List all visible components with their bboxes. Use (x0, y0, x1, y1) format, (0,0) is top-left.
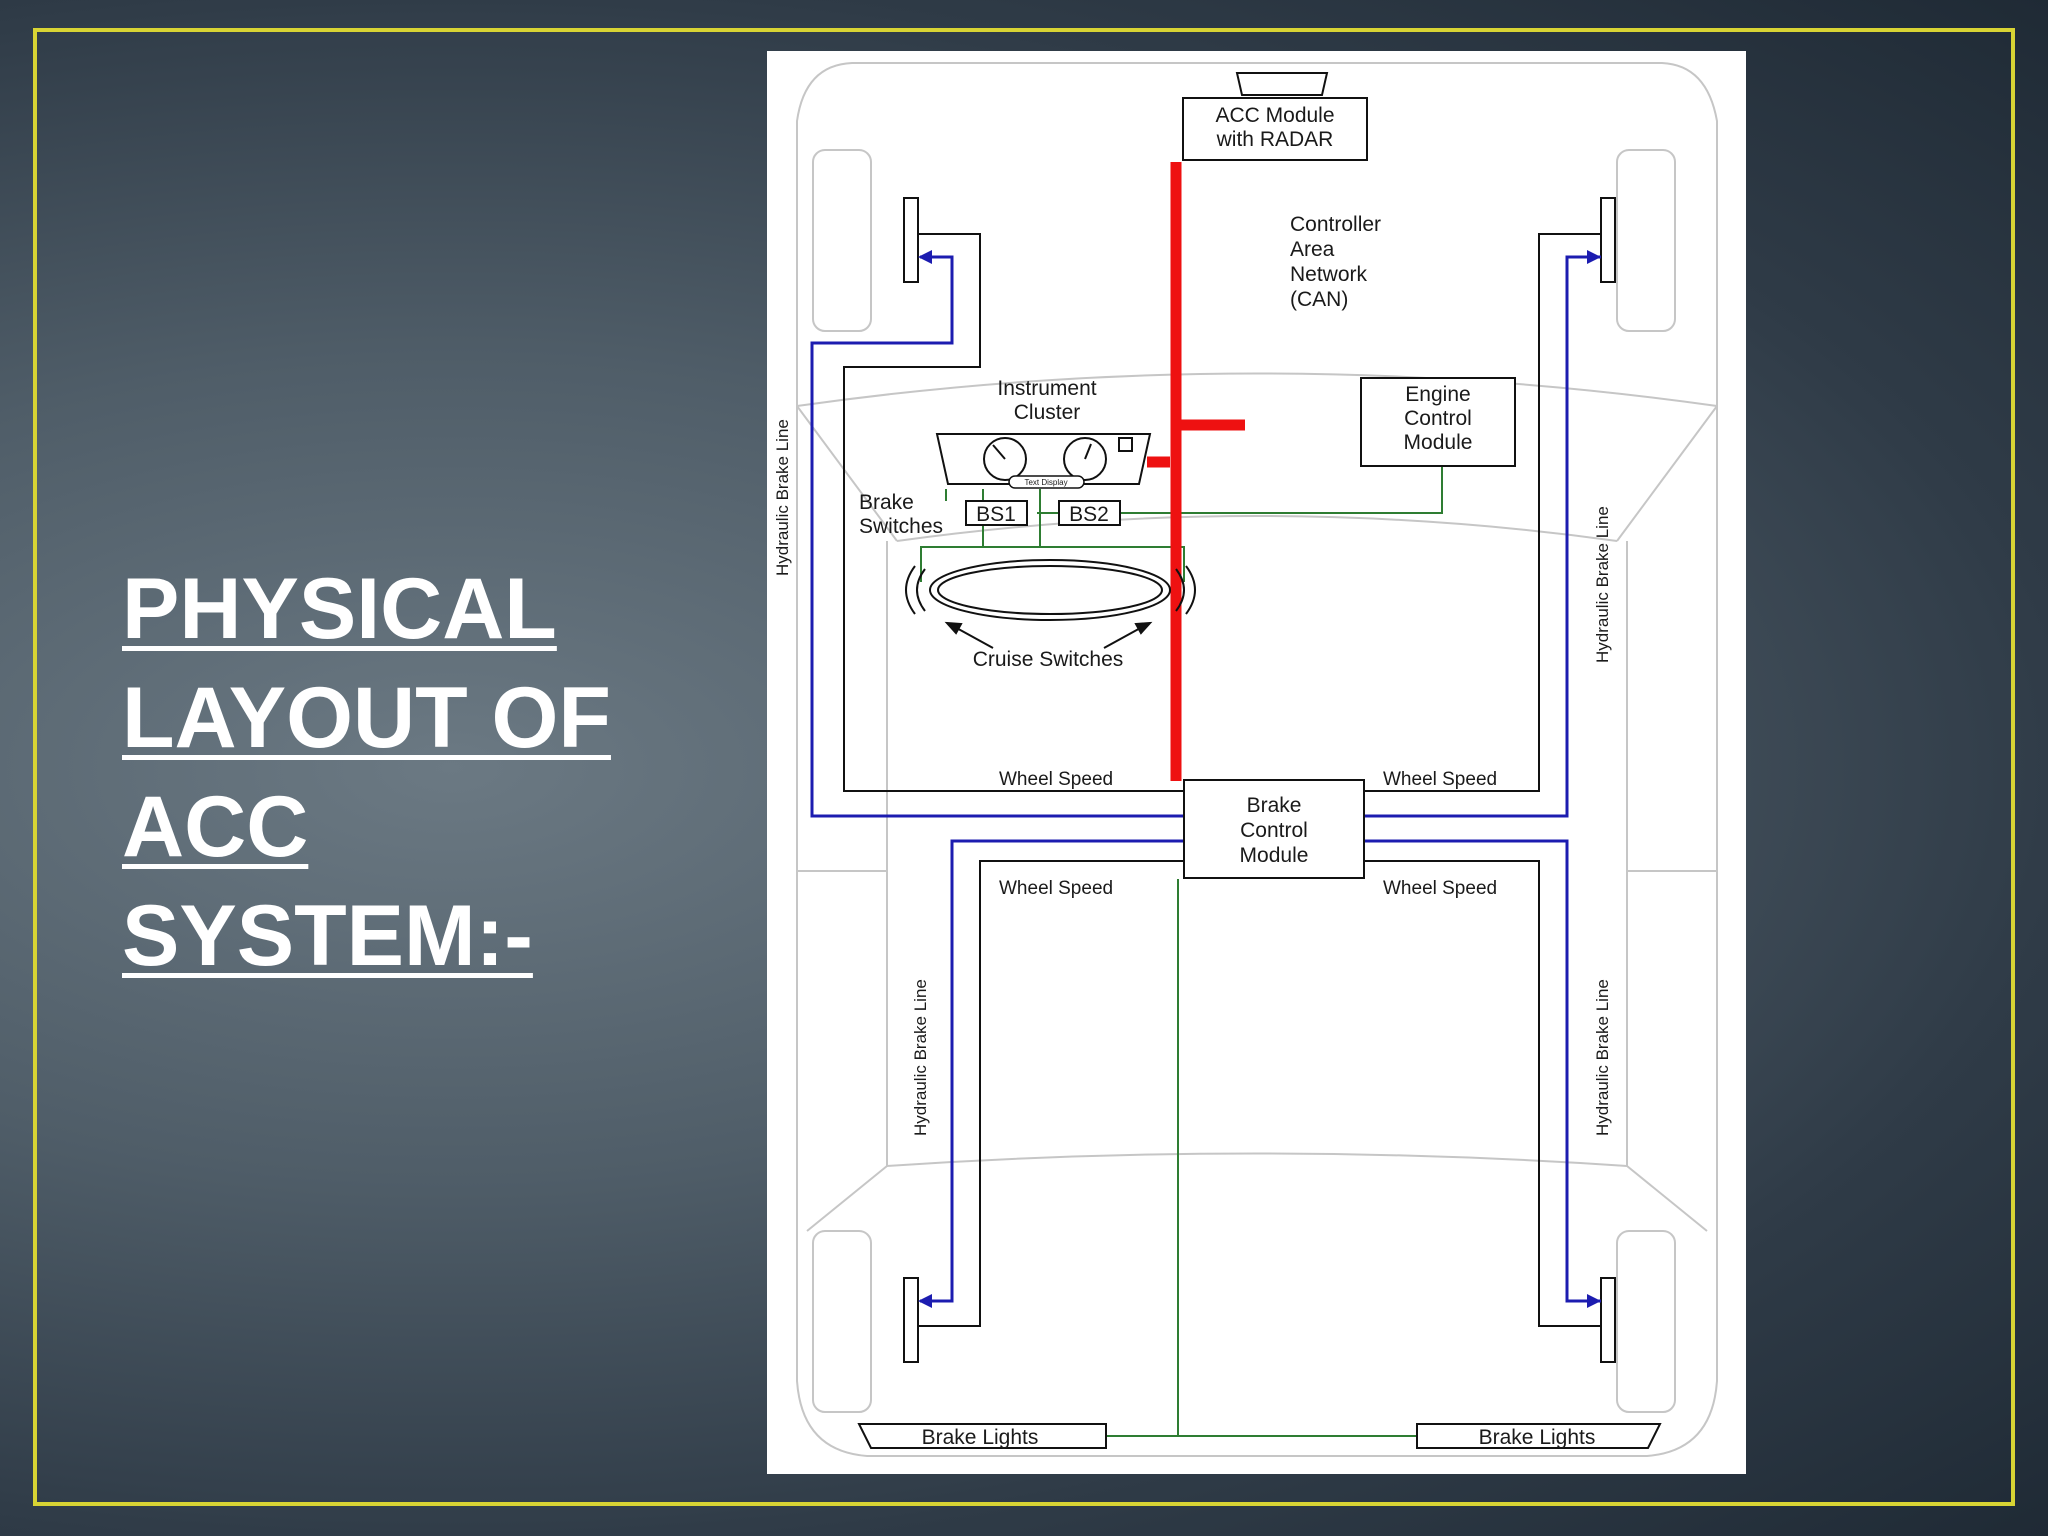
cruise-switches-label: Cruise Switches (973, 648, 1124, 671)
brake-module-label-1: Brake (1247, 794, 1302, 817)
instrument-cluster-label-1: Instrument (997, 377, 1096, 400)
brake-caliper-rear-left (903, 1277, 919, 1363)
title-line-1: PHYSICAL (122, 561, 557, 657)
hydraulic-arrowheads (918, 250, 1601, 1308)
hydraulic-label-right-front: Hydraulic Brake Line (1593, 506, 1612, 663)
brake-lights-right-box (1416, 1423, 1662, 1449)
brake-caliper-front-right (1600, 197, 1616, 283)
steering-wheel (905, 559, 1196, 621)
brake-switches-label-2: Switches (859, 515, 943, 538)
acc-module-label-1: ACC Module (1215, 104, 1334, 127)
diagram-svg: ACC Module with RADAR Controller Area Ne… (773, 62, 1718, 1457)
hydraulic-label-left-rear: Hydraulic Brake Line (911, 979, 930, 1136)
wheel-speed-label-rear-right: Wheel Speed (1383, 878, 1497, 899)
radar-sensor (1235, 72, 1329, 96)
brake-module-box (1183, 779, 1365, 879)
cluster-indicator-icon (1118, 437, 1133, 452)
wheel-front-left (812, 149, 872, 332)
tachometer-needle (1084, 443, 1092, 460)
brake-caliper-front-left (903, 197, 919, 283)
wheel-rear-right (1616, 1230, 1676, 1413)
brake-module-label-3: Module (1240, 844, 1309, 867)
engine-module-label-2: Control (1404, 407, 1472, 430)
slide-frame (33, 28, 2015, 1506)
title-line-2: LAYOUT OF (122, 670, 611, 766)
speedometer-needle (992, 444, 1006, 460)
can-label-3: Network (1290, 263, 1368, 286)
wheel-speed-label-front-left: Wheel Speed (999, 769, 1113, 790)
brake-caliper-rear-right (1600, 1277, 1616, 1363)
wheel-rear-left (812, 1230, 872, 1413)
hydraulic-label-right-rear: Hydraulic Brake Line (1593, 979, 1612, 1136)
wheel-speed-label-rear-left: Wheel Speed (999, 878, 1113, 899)
brake-switches-label-1: Brake (859, 491, 914, 514)
engine-module-label-1: Engine (1405, 383, 1470, 406)
cluster-text-display-label: Text Display (1024, 478, 1067, 487)
bs2-label: BS2 (1069, 503, 1109, 526)
car-body-outline (796, 62, 1718, 1457)
brake-lights-left-box (857, 1423, 1107, 1449)
acc-module-label-2: with RADAR (1216, 128, 1334, 151)
hydraulic-brake-lines (810, 255, 1601, 1303)
can-bus (1149, 162, 1245, 781)
can-label-1: Controller (1290, 213, 1381, 236)
bs1-box (965, 500, 1028, 526)
bs1-label: BS1 (976, 503, 1016, 526)
bs2-box (1058, 500, 1121, 526)
title-line-4: SYSTEM:- (122, 888, 533, 984)
slide-title: PHYSICAL LAYOUT OF ACC SYSTEM:- (122, 555, 682, 991)
signal-wires (920, 463, 1497, 1437)
can-label-4: (CAN) (1290, 288, 1348, 311)
cluster-text-display (1008, 475, 1085, 489)
cruise-switch-arrows (944, 621, 1153, 649)
acc-layout-diagram: ACC Module with RADAR Controller Area Ne… (767, 51, 1746, 1474)
brake-lights-right-label: Brake Lights (1479, 1426, 1596, 1449)
brake-lights-left-label: Brake Lights (922, 1426, 1039, 1449)
engine-module-label-3: Module (1404, 431, 1473, 454)
instrument-cluster-label-2: Cluster (1014, 401, 1081, 424)
title-line-3: ACC (122, 779, 309, 875)
wheel-speed-wires (843, 233, 1601, 1327)
wheel-front-right (1616, 149, 1676, 332)
engine-module-box (1360, 377, 1516, 467)
hydraulic-label-left-front: Hydraulic Brake Line (773, 419, 792, 576)
acc-module-box (1182, 97, 1368, 161)
wheel-speed-label-front-right: Wheel Speed (1383, 769, 1497, 790)
brake-module-label-2: Control (1240, 819, 1308, 842)
can-label-2: Area (1290, 238, 1335, 261)
